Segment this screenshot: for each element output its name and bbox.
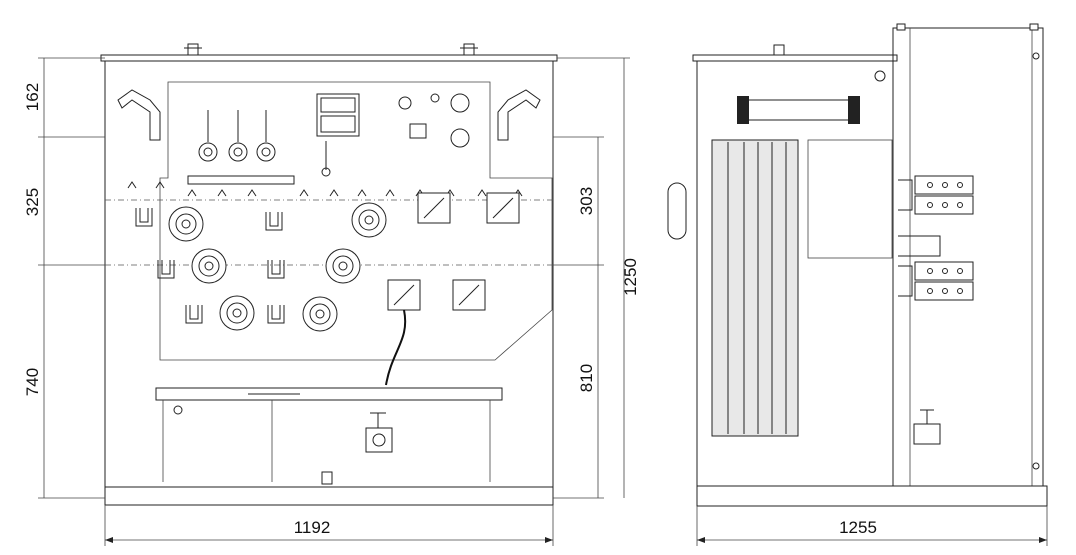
side-view <box>667 23 1048 507</box>
gauge-icon <box>398 96 412 110</box>
side-base-frame <box>696 485 1048 507</box>
radiator-fins <box>727 142 787 434</box>
rating-plate-icon <box>848 96 860 124</box>
front-view <box>100 43 558 506</box>
side-lid <box>692 54 898 62</box>
bushing-icon <box>898 179 941 297</box>
ground-cable <box>385 309 407 386</box>
dim-left-bottom: 740 <box>23 368 42 396</box>
front-inner-panel <box>159 81 553 361</box>
rating-plate-icon <box>737 96 749 124</box>
side-panel <box>807 139 893 259</box>
lifting-lug-right-icon <box>497 89 541 141</box>
front-base-frame <box>104 486 554 506</box>
valve-icon <box>450 128 470 148</box>
lv-bushing-icon <box>351 202 387 238</box>
handle-icon <box>667 182 687 240</box>
lv-bushing-icon <box>219 295 255 331</box>
dim-right-bottom: 810 <box>577 364 596 392</box>
lv-busbar-icon <box>914 261 974 301</box>
dim-front-width: 1192 <box>294 518 331 537</box>
lv-busbar-icon <box>914 175 974 215</box>
mounting-bar <box>155 387 503 401</box>
dim-right-middle: 303 <box>577 187 596 215</box>
lid-bolt-icon <box>773 44 785 56</box>
lid-bolt-icon <box>460 43 478 56</box>
hook-row <box>127 181 523 197</box>
side-dimensions <box>696 506 1048 546</box>
ground-terminal-icon <box>173 405 183 415</box>
lv-bushing-icon <box>191 248 227 284</box>
gauge-icon <box>430 93 440 103</box>
hv-bushing-icon <box>256 110 276 162</box>
nameplate-icon <box>321 471 333 485</box>
lv-bushing-icon <box>302 296 338 332</box>
thermometer-icon <box>450 93 470 113</box>
cable-box-outline <box>892 27 1044 487</box>
dim-overall-height: 1250 <box>621 258 640 296</box>
lifting-lug-left-icon <box>117 89 161 141</box>
dim-left-top: 162 <box>23 83 42 111</box>
lid-bolt-icon <box>184 43 202 56</box>
control-box-icon <box>316 93 360 137</box>
lv-bushing-icon <box>168 206 204 242</box>
front-lid <box>100 54 558 62</box>
lv-bushing-icon <box>325 248 361 284</box>
drain-valve-icon <box>913 409 941 445</box>
gauge-icon <box>874 70 886 82</box>
terminal-strip <box>187 175 295 185</box>
dim-left-middle: 325 <box>23 188 42 216</box>
dim-side-width: 1255 <box>839 518 877 537</box>
radiator <box>711 139 799 437</box>
hv-bushing-icon <box>228 110 248 162</box>
relay-icon <box>409 123 427 139</box>
clamp-icon <box>135 208 285 324</box>
front-dimensions <box>38 57 630 546</box>
drain-valve-icon <box>365 412 393 453</box>
hv-bushing-icon <box>198 110 218 162</box>
